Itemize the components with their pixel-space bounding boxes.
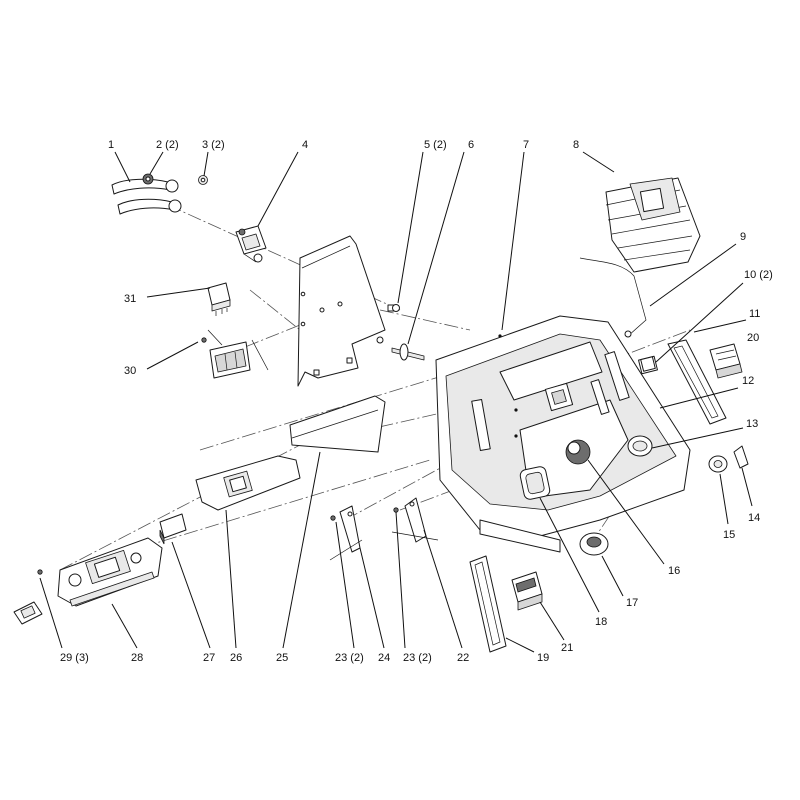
part-18-lens xyxy=(519,466,551,500)
mounting-plate xyxy=(297,235,386,387)
callout-30: 30 xyxy=(124,365,136,377)
part-31-relay xyxy=(207,282,231,316)
callout-27: 27 xyxy=(203,652,215,664)
callout-2: 2 (2) xyxy=(156,139,179,151)
callout-16: 16 xyxy=(668,565,680,577)
part-17-knob xyxy=(579,532,609,556)
part-30-relay-block xyxy=(201,329,269,379)
part-9-rod xyxy=(579,257,647,338)
part-25-cover-panel xyxy=(289,395,386,453)
part-19-strip xyxy=(469,555,507,653)
callout-17: 17 xyxy=(626,597,638,609)
callout-29: 29 (3) xyxy=(60,652,89,664)
part-11-strip xyxy=(667,339,727,425)
callout-23-left: 23 (2) xyxy=(335,652,364,664)
part-28-instrument-panel xyxy=(57,537,163,607)
callout-28: 28 xyxy=(131,652,143,664)
callout-8: 8 xyxy=(573,139,579,151)
callout-1: 1 xyxy=(108,139,114,151)
part-27-switch xyxy=(159,513,187,545)
part-14-key xyxy=(733,445,749,469)
callout-23-right: 23 (2) xyxy=(403,652,432,664)
callout-15: 15 xyxy=(723,529,735,541)
callout-19: 19 xyxy=(537,652,549,664)
leader-lines xyxy=(39,151,753,653)
part-24-bracket xyxy=(329,505,363,561)
part-5-bolt xyxy=(387,304,400,312)
part-3-nut xyxy=(198,175,208,185)
part-26-window-cover xyxy=(195,455,301,511)
callout-21: 21 xyxy=(561,642,573,654)
callout-12: 12 xyxy=(742,375,754,387)
callout-24: 24 xyxy=(378,652,390,664)
callout-9: 9 xyxy=(740,231,746,243)
part-29-clip xyxy=(13,569,43,625)
part-10-plate xyxy=(640,356,656,372)
callout-13: 13 xyxy=(746,418,758,430)
callout-7: 7 xyxy=(523,139,529,151)
part-16-key-switch xyxy=(565,439,591,465)
callout-6: 6 xyxy=(468,139,474,151)
part-callouts: 1 2 (2) 3 (2) 4 5 (2) 6 7 8 9 10 (2) 11 … xyxy=(60,139,773,664)
callout-18: 18 xyxy=(595,616,607,628)
part-15-bushing xyxy=(708,455,728,473)
callout-22: 22 xyxy=(457,652,469,664)
part-22-bracket xyxy=(391,497,439,543)
part-20-switch xyxy=(709,343,743,379)
callout-4: 4 xyxy=(302,139,308,151)
part-1-wire-harness xyxy=(111,178,182,215)
callout-10: 10 (2) xyxy=(744,269,773,281)
callout-11: 11 xyxy=(749,308,760,320)
callout-5: 5 (2) xyxy=(424,139,447,151)
part-2-nut xyxy=(142,173,154,185)
callout-25: 25 xyxy=(276,652,288,664)
part-21-rocker-switch xyxy=(511,571,543,611)
callout-3: 3 (2) xyxy=(202,139,225,151)
part-7-console-housing xyxy=(435,315,691,553)
part-4-solenoid xyxy=(235,225,267,263)
part-6-pivot-pin xyxy=(376,336,425,361)
callout-20: 20 xyxy=(747,332,759,344)
callout-14: 14 xyxy=(748,512,760,524)
part-8-shift-boot xyxy=(605,177,701,273)
callout-26: 26 xyxy=(230,652,242,664)
callout-31: 31 xyxy=(124,293,136,305)
